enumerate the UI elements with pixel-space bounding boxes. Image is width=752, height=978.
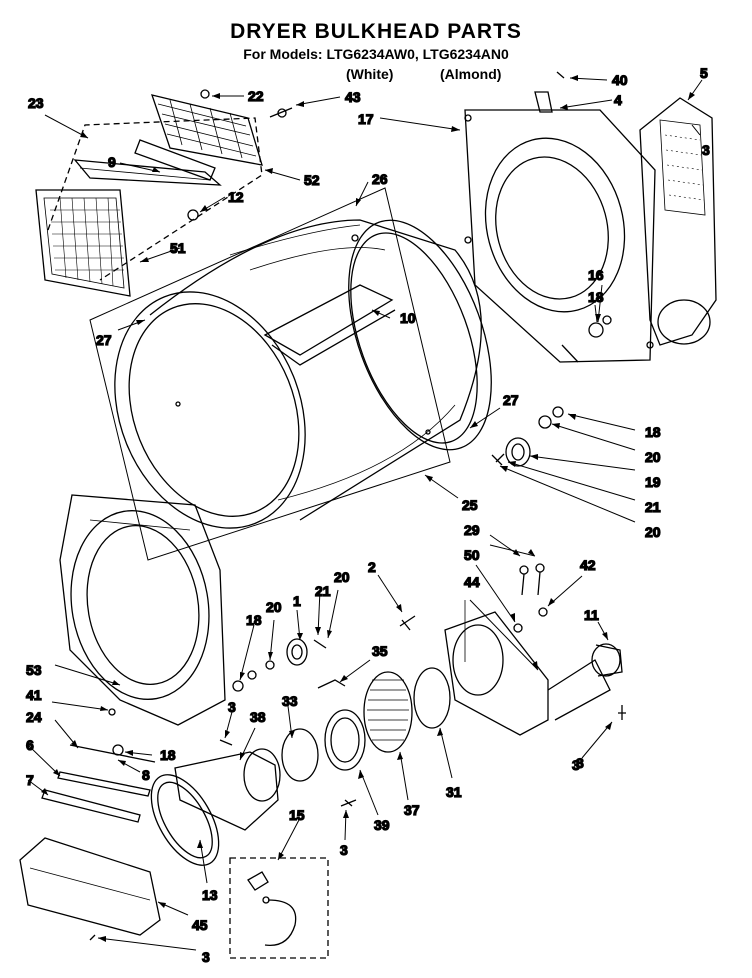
callout-43: 43 <box>345 89 361 105</box>
variant-almond: (Almond) <box>440 66 502 82</box>
callout-19: 19 <box>645 474 661 490</box>
callout-7: 7 <box>26 772 34 788</box>
callout-20: 20 <box>266 599 282 615</box>
callout-22: 22 <box>248 88 264 104</box>
callout-33: 33 <box>282 693 298 709</box>
callout-4: 4 <box>614 92 622 108</box>
callout-51: 51 <box>170 240 186 256</box>
variant-white: (White) <box>346 66 394 82</box>
drum-group <box>89 187 492 561</box>
callout-35: 35 <box>372 643 388 659</box>
lint-filter-group <box>35 89 293 297</box>
callout-16: 16 <box>588 267 604 283</box>
callout-29: 29 <box>464 522 480 538</box>
leader-arrows <box>41 75 695 942</box>
callout-8: 8 <box>142 767 150 783</box>
callout-44: 44 <box>464 574 480 590</box>
callout-18: 18 <box>588 289 604 305</box>
callout-21: 21 <box>315 583 331 599</box>
page-title: DRYER BULKHEAD PARTS <box>230 20 522 43</box>
callout-50: 50 <box>464 547 480 563</box>
callout-3: 3 <box>228 699 236 715</box>
callout-26: 26 <box>372 171 388 187</box>
callout-10: 10 <box>400 310 416 326</box>
blower-group <box>174 563 626 831</box>
callout-5: 5 <box>700 65 708 81</box>
callout-42: 42 <box>580 557 596 573</box>
model-subtitle: For Models: LTG6234AW0, LTG6234AN0 <box>243 46 509 62</box>
callout-20: 20 <box>645 449 661 465</box>
callout-20: 20 <box>334 569 350 585</box>
callout-17: 17 <box>358 111 374 127</box>
callout-9: 9 <box>108 154 116 170</box>
callout-27: 27 <box>96 332 112 348</box>
rear-bulkhead-group <box>464 71 717 363</box>
callout-39: 39 <box>374 817 390 833</box>
callout-18: 18 <box>645 424 661 440</box>
callout-25: 25 <box>462 497 478 513</box>
callout-3: 3 <box>340 842 348 858</box>
harness-box <box>229 857 329 959</box>
callout-40: 40 <box>612 72 628 88</box>
callout-12: 12 <box>228 189 244 205</box>
callout-18: 18 <box>160 747 176 763</box>
callout-38: 38 <box>250 709 266 725</box>
callout-3: 3 <box>702 142 710 158</box>
callout-1: 1 <box>293 593 301 609</box>
callout-2: 2 <box>368 559 376 575</box>
callout-52: 52 <box>304 172 320 188</box>
callout-6: 6 <box>26 737 34 753</box>
callout-3: 3 <box>572 757 580 773</box>
callout-41: 41 <box>26 687 42 703</box>
callout-18: 18 <box>246 612 262 628</box>
callout-13: 13 <box>202 887 218 903</box>
callout-37: 37 <box>404 802 420 818</box>
callout-53: 53 <box>26 662 42 678</box>
callout-27: 27 <box>503 392 519 408</box>
callout-3: 3 <box>202 949 210 965</box>
front-bulkhead-group <box>59 494 327 756</box>
callout-11: 11 <box>584 607 599 623</box>
callout-21: 21 <box>645 499 661 515</box>
callout-3: 3 <box>576 755 584 771</box>
callout-45: 45 <box>192 917 208 933</box>
callout-20: 20 <box>645 524 661 540</box>
callout-23: 23 <box>28 95 44 111</box>
lower-front-group <box>19 744 220 941</box>
callout-31: 31 <box>446 784 462 800</box>
callout-15: 15 <box>289 807 305 823</box>
callout-24: 24 <box>26 709 42 725</box>
rear-bearing-group <box>491 406 564 467</box>
